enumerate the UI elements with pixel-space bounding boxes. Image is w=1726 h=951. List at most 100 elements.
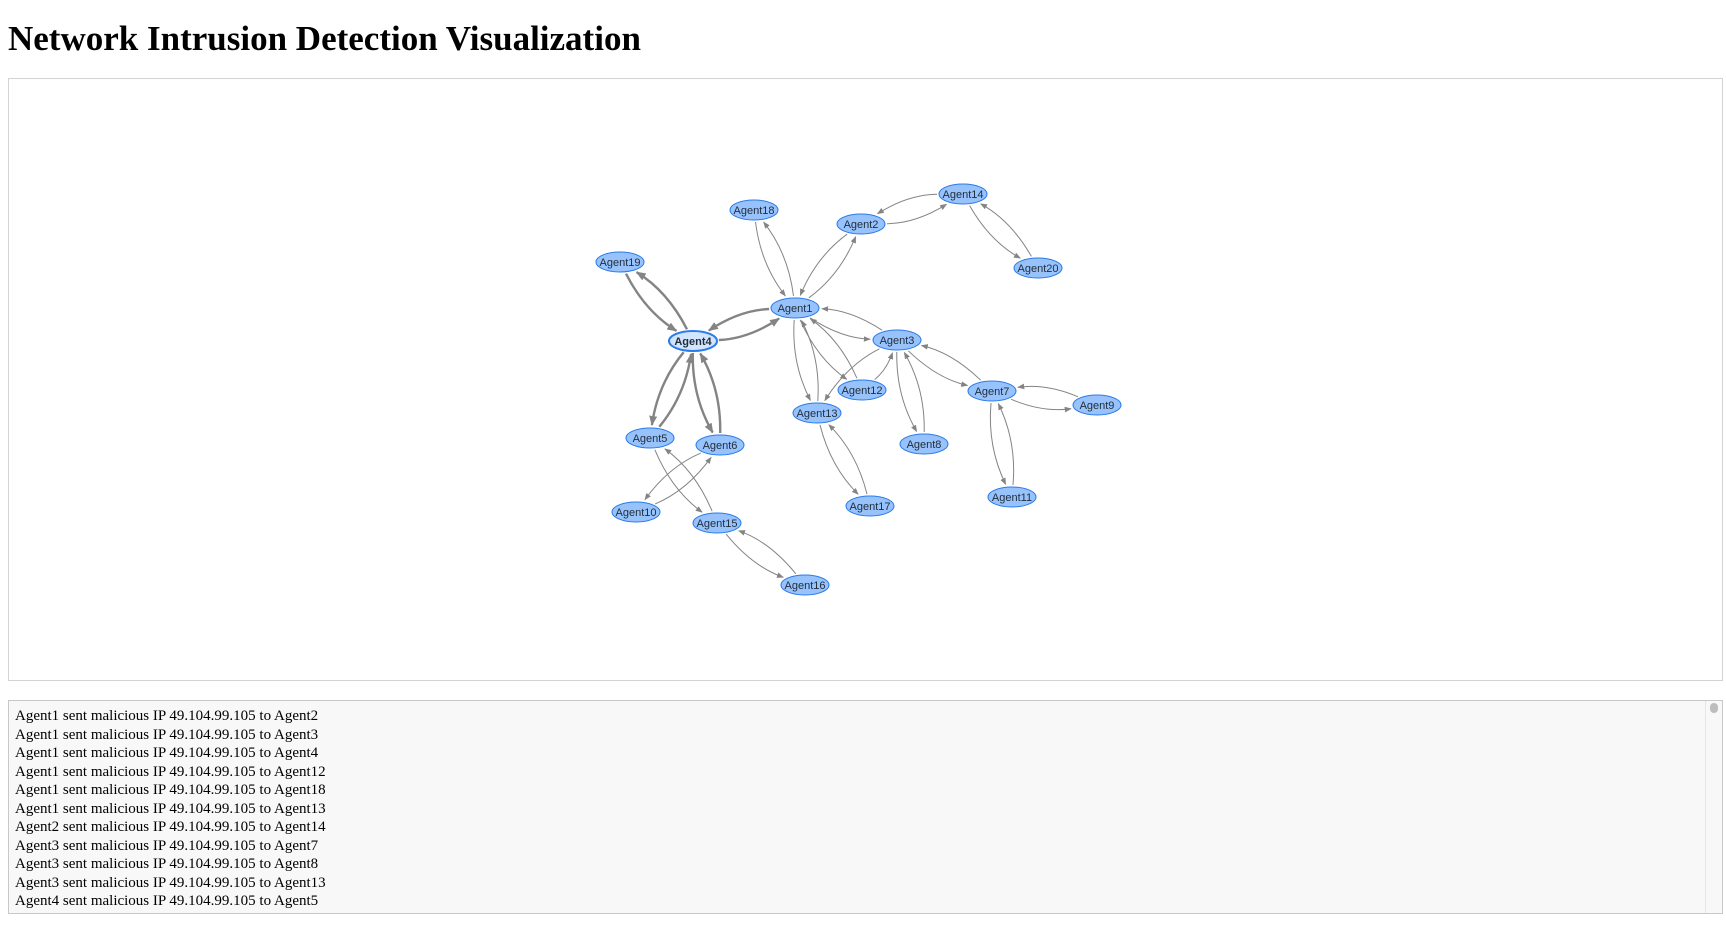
node-label: Agent3 <box>880 335 915 347</box>
edge-agent12-agent1[interactable] <box>809 318 858 379</box>
node-agent9[interactable]: Agent9 <box>1072 394 1122 416</box>
node-shape[interactable] <box>938 183 988 205</box>
node-agent5[interactable]: Agent5 <box>625 427 675 449</box>
node-shape[interactable] <box>780 574 830 596</box>
node-label: Agent18 <box>734 205 775 217</box>
edge-agent15-agent5[interactable] <box>664 448 713 512</box>
node-shape[interactable] <box>1013 257 1063 279</box>
edge-agent4-agent6[interactable] <box>691 352 714 434</box>
edge-agent1-agent2[interactable] <box>808 236 857 299</box>
network-graph[interactable]: Agent1Agent2Agent3Agent4Agent5Agent6Agen… <box>9 79 1722 680</box>
node-agent12[interactable]: Agent12 <box>837 379 887 401</box>
edge-agent10-agent6[interactable] <box>655 456 712 505</box>
log-scrollbar-thumb[interactable] <box>1710 703 1718 713</box>
edge-agent12-agent3[interactable] <box>874 352 894 380</box>
edge-agent3-agent8[interactable] <box>896 351 918 433</box>
node-shape[interactable] <box>967 380 1017 402</box>
edge-agent18-agent1[interactable] <box>755 221 786 297</box>
edge-agent6-agent10[interactable] <box>644 452 701 501</box>
log-line: Agent2 sent malicious IP 49.104.99.105 t… <box>15 819 326 835</box>
node-agent6[interactable]: Agent6 <box>695 434 745 456</box>
log-line: Agent1 sent malicious IP 49.104.99.105 t… <box>15 782 326 798</box>
node-agent14[interactable]: Agent14 <box>938 183 988 205</box>
edge-agent2-agent1[interactable] <box>799 233 848 296</box>
edge-agent2-agent14[interactable] <box>886 203 948 225</box>
edge-agent19-agent4[interactable] <box>624 273 678 332</box>
node-shape[interactable] <box>899 433 949 455</box>
node-shape[interactable] <box>611 501 661 523</box>
node-agent1[interactable]: Agent1 <box>770 297 820 319</box>
edge-agent1-agent13[interactable] <box>793 319 811 402</box>
edge-agent3-agent13[interactable] <box>824 348 880 402</box>
edge-agent7-agent9[interactable] <box>1010 398 1072 413</box>
node-shape[interactable] <box>792 402 842 424</box>
node-agent16[interactable]: Agent16 <box>780 574 830 596</box>
node-label: Agent9 <box>1080 400 1115 412</box>
edge-agent13-agent17[interactable] <box>819 424 859 495</box>
node-shape[interactable] <box>770 297 820 319</box>
edge-agent3-agent7[interactable] <box>907 350 969 387</box>
edge-agent7-agent3[interactable] <box>920 344 982 381</box>
edge-agent4-agent19[interactable] <box>635 271 689 330</box>
log-line: Agent1 sent malicious IP 49.104.99.105 t… <box>15 763 326 780</box>
edge-agent14-agent2[interactable] <box>876 193 938 215</box>
edge-agent16-agent15[interactable] <box>738 530 797 575</box>
edge-agent1-agent3[interactable] <box>809 317 871 342</box>
node-shape[interactable] <box>987 486 1037 508</box>
node-agent11[interactable]: Agent11 <box>987 486 1037 508</box>
node-shape[interactable] <box>668 330 718 352</box>
edge-agent5-agent4[interactable] <box>658 353 694 428</box>
edge-agent3-agent1[interactable] <box>821 306 883 331</box>
edge-agent14-agent20[interactable] <box>969 205 1021 259</box>
node-label: Agent11 <box>992 492 1032 504</box>
node-agent13[interactable]: Agent13 <box>792 402 842 424</box>
node-shape[interactable] <box>837 379 887 401</box>
node-agent10[interactable]: Agent10 <box>611 501 661 523</box>
edge-agent4-agent1[interactable] <box>718 317 780 342</box>
node-agent7[interactable]: Agent7 <box>967 380 1017 402</box>
edge-agent20-agent14[interactable] <box>980 203 1032 257</box>
edge-agent1-agent4[interactable] <box>708 307 770 332</box>
edge-agent15-agent16[interactable] <box>725 533 784 578</box>
node-agent8[interactable]: Agent8 <box>899 433 949 455</box>
node-agent15[interactable]: Agent15 <box>692 512 742 534</box>
node-label: Agent4 <box>674 336 712 348</box>
node-label: Agent1 <box>778 303 813 315</box>
node-shape[interactable] <box>695 434 745 456</box>
edge-agent7-agent11[interactable] <box>989 402 1007 486</box>
node-agent20[interactable]: Agent20 <box>1013 257 1063 279</box>
node-agent17[interactable]: Agent17 <box>845 495 895 517</box>
node-agent2[interactable]: Agent2 <box>836 213 886 235</box>
node-shape[interactable] <box>625 427 675 449</box>
node-shape[interactable] <box>729 199 779 221</box>
node-shape[interactable] <box>836 213 886 235</box>
node-shape[interactable] <box>1072 394 1122 416</box>
node-label: Agent13 <box>797 408 838 420</box>
edge-agent17-agent13[interactable] <box>828 424 868 495</box>
log-scrollbar[interactable] <box>1705 701 1722 913</box>
log-line: Agent3 sent malicious IP 49.104.99.105 t… <box>15 837 319 854</box>
node-agent4[interactable]: Agent4 <box>668 330 718 352</box>
edge-agent13-agent1[interactable] <box>801 319 819 402</box>
nodes-layer: Agent1Agent2Agent3Agent4Agent5Agent6Agen… <box>595 183 1122 596</box>
log-line: Agent3 sent malicious IP 49.104.99.105 t… <box>15 874 326 891</box>
page-title: Network Intrusion Detection Visualizatio… <box>8 19 641 58</box>
node-shape[interactable] <box>845 495 895 517</box>
node-agent18[interactable]: Agent18 <box>729 199 779 221</box>
edge-agent5-agent15[interactable] <box>654 449 703 513</box>
node-shape[interactable] <box>692 512 742 534</box>
node-agent19[interactable]: Agent19 <box>595 251 645 273</box>
node-agent3[interactable]: Agent3 <box>872 329 922 351</box>
edge-agent6-agent4[interactable] <box>699 352 722 434</box>
edge-agent4-agent5[interactable] <box>649 351 685 426</box>
event-log[interactable]: Agent1 sent malicious IP 49.104.99.105 t… <box>8 700 1723 914</box>
edge-agent11-agent7[interactable] <box>997 402 1015 486</box>
node-shape[interactable] <box>872 329 922 351</box>
edge-agent8-agent3[interactable] <box>903 351 925 433</box>
node-label: Agent17 <box>850 501 891 513</box>
edge-agent1-agent18[interactable] <box>763 221 794 297</box>
node-shape[interactable] <box>595 251 645 273</box>
edge-agent9-agent7[interactable] <box>1017 383 1079 398</box>
node-label: Agent12 <box>842 385 883 397</box>
